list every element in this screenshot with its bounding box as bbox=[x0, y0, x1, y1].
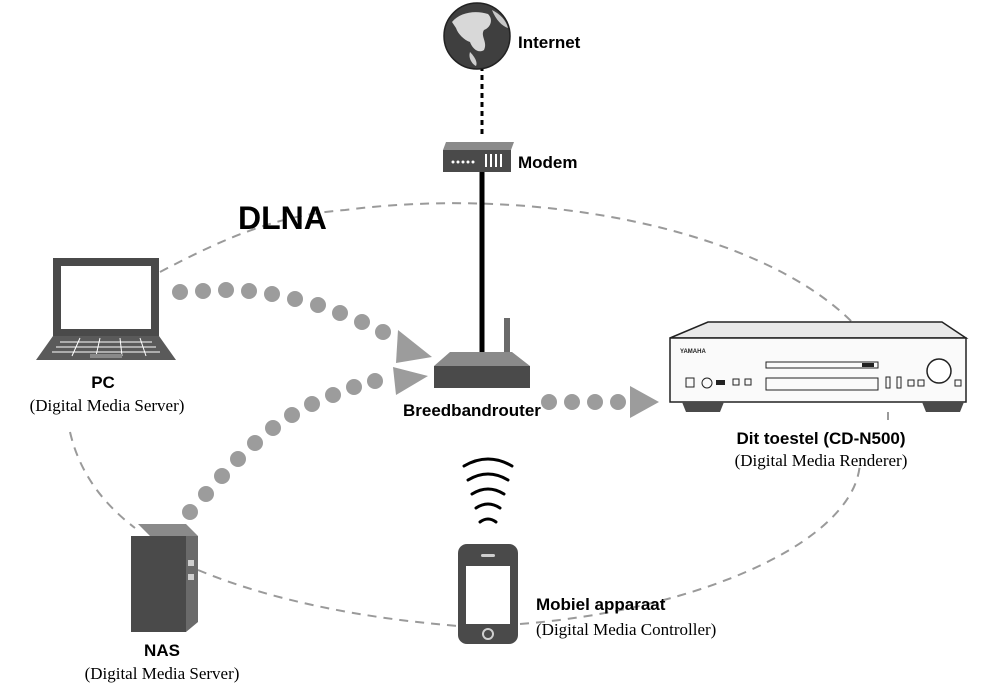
globe-icon bbox=[443, 2, 511, 70]
nas-role: (Digital Media Server) bbox=[85, 664, 240, 683]
nas-server-icon bbox=[131, 524, 198, 632]
router-label: Breedbandrouter bbox=[403, 401, 541, 420]
flow-arrowhead bbox=[393, 367, 428, 395]
device-label: Dit toestel (CD-N500) bbox=[736, 429, 905, 448]
smartphone-icon bbox=[458, 544, 518, 644]
flow-nas-to-router bbox=[182, 367, 428, 520]
laptop-icon bbox=[36, 258, 176, 360]
dlna-link-mobile-to-device bbox=[519, 459, 861, 625]
dlna-link-pc-to-nas bbox=[69, 431, 136, 529]
pc-role: (Digital Media Server) bbox=[30, 396, 185, 415]
device-role: (Digital Media Renderer) bbox=[735, 451, 908, 470]
dlna-link-nas-to-mobile bbox=[197, 569, 459, 627]
pc-label: PC bbox=[91, 373, 115, 392]
nas-label: NAS bbox=[144, 641, 180, 660]
internet-label: Internet bbox=[518, 33, 581, 52]
dlna-arc-pc-to-device bbox=[159, 202, 853, 323]
mobile-label: Mobiel apparaat bbox=[536, 595, 666, 614]
flow-pc-to-router bbox=[172, 282, 432, 363]
dlna-dashed-links bbox=[69, 202, 889, 627]
flow-arrowhead bbox=[396, 330, 432, 363]
wifi-waves-icon bbox=[462, 457, 514, 524]
cd-player-icon: YAMAHA bbox=[669, 321, 969, 412]
modem-icon bbox=[443, 142, 514, 172]
modem-label: Modem bbox=[518, 153, 578, 172]
flow-arrowhead bbox=[630, 386, 659, 418]
dlna-title: DLNA bbox=[238, 200, 327, 236]
router-icon bbox=[434, 318, 530, 388]
brand-logo: YAMAHA bbox=[680, 349, 706, 355]
flow-router-to-device bbox=[541, 386, 659, 418]
mobile-role: (Digital Media Controller) bbox=[536, 620, 716, 639]
